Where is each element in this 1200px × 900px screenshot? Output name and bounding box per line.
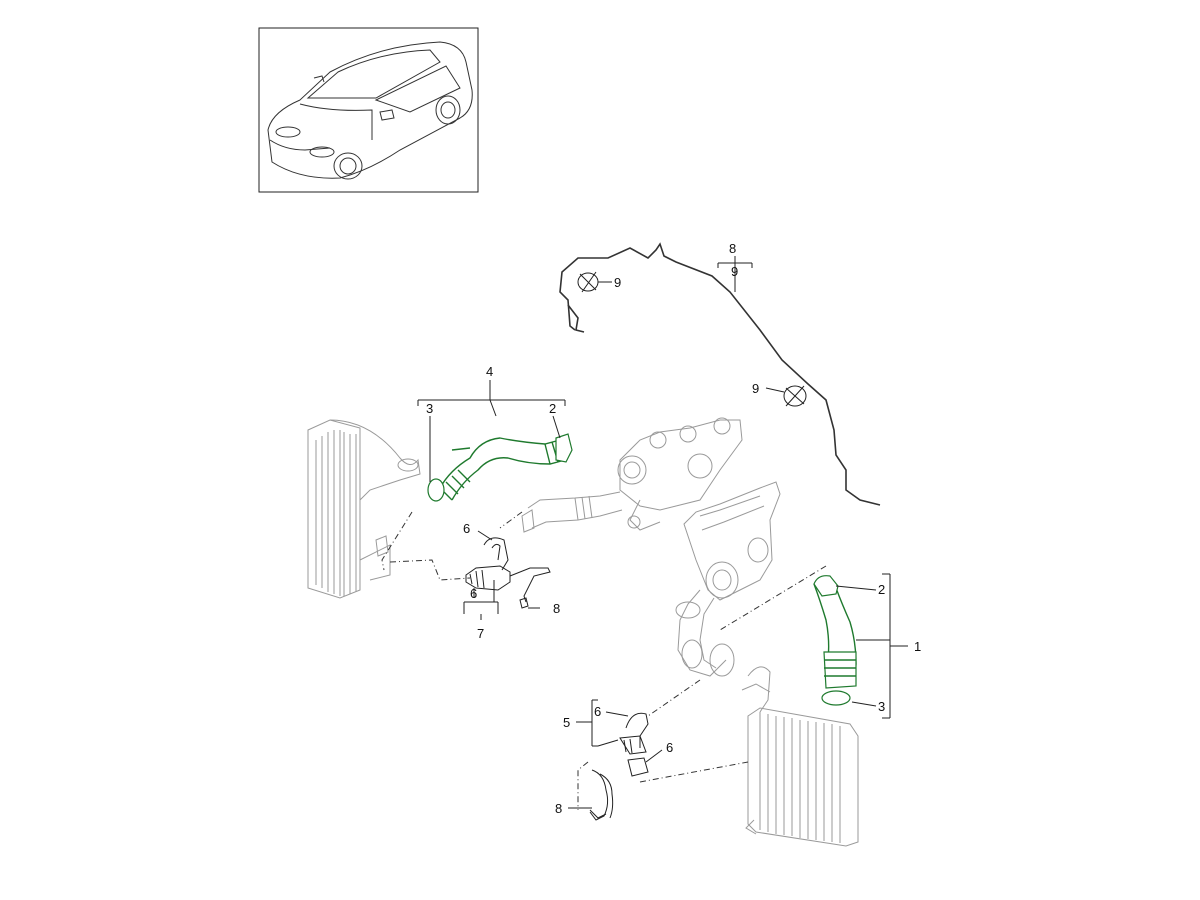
hose-clip-left-icon — [577, 271, 599, 293]
callout-right-2: 2 — [878, 582, 885, 597]
callout-left-2: 2 — [549, 401, 556, 416]
right-vent-hose — [589, 712, 649, 821]
callout-labels: 8 9 9 9 4 3 2 6 6 8 7 2 1 3 5 6 6 8 — [426, 241, 921, 816]
vacuum-line-assembly — [559, 242, 881, 506]
callout-top-9-left: 9 — [614, 275, 621, 290]
callout-top-8: 8 — [729, 241, 736, 256]
vehicle-thumbnail — [258, 27, 479, 193]
right-turbo-manifold — [675, 481, 781, 677]
callout-bottom-8: 8 — [555, 801, 562, 816]
callout-left-6-lower: 6 — [470, 586, 477, 601]
right-intercooler — [741, 666, 859, 847]
seal-ring-right-icon — [821, 690, 851, 706]
left-turbo-manifold — [521, 417, 743, 533]
callout-left-4: 4 — [486, 364, 493, 379]
callout-left-6-upper: 6 — [463, 521, 470, 536]
assembly-lines — [381, 511, 827, 810]
car-icon — [267, 41, 473, 180]
vacuum-line — [559, 242, 881, 506]
callout-leaders — [417, 380, 908, 809]
callout-bottom-6-lower: 6 — [666, 740, 673, 755]
callout-bottom-6-upper: 6 — [594, 704, 601, 719]
callout-bottom-5: 5 — [563, 715, 570, 730]
callout-left-3: 3 — [426, 401, 433, 416]
seal-ring-left-icon — [427, 478, 445, 502]
charge-air-pipe-right — [813, 575, 857, 706]
charge-air-pipe-left — [427, 433, 573, 502]
callout-right-3: 3 — [878, 699, 885, 714]
callout-left-8: 8 — [553, 601, 560, 616]
left-intercooler — [307, 419, 421, 599]
callout-right-1: 1 — [914, 639, 921, 654]
callout-top-9-right: 9 — [752, 381, 759, 396]
hose-clip-right-icon — [783, 385, 807, 407]
callout-top-9-bracket: 9 — [731, 264, 738, 279]
callout-left-7: 7 — [477, 626, 484, 641]
left-vent-hose — [463, 530, 551, 620]
